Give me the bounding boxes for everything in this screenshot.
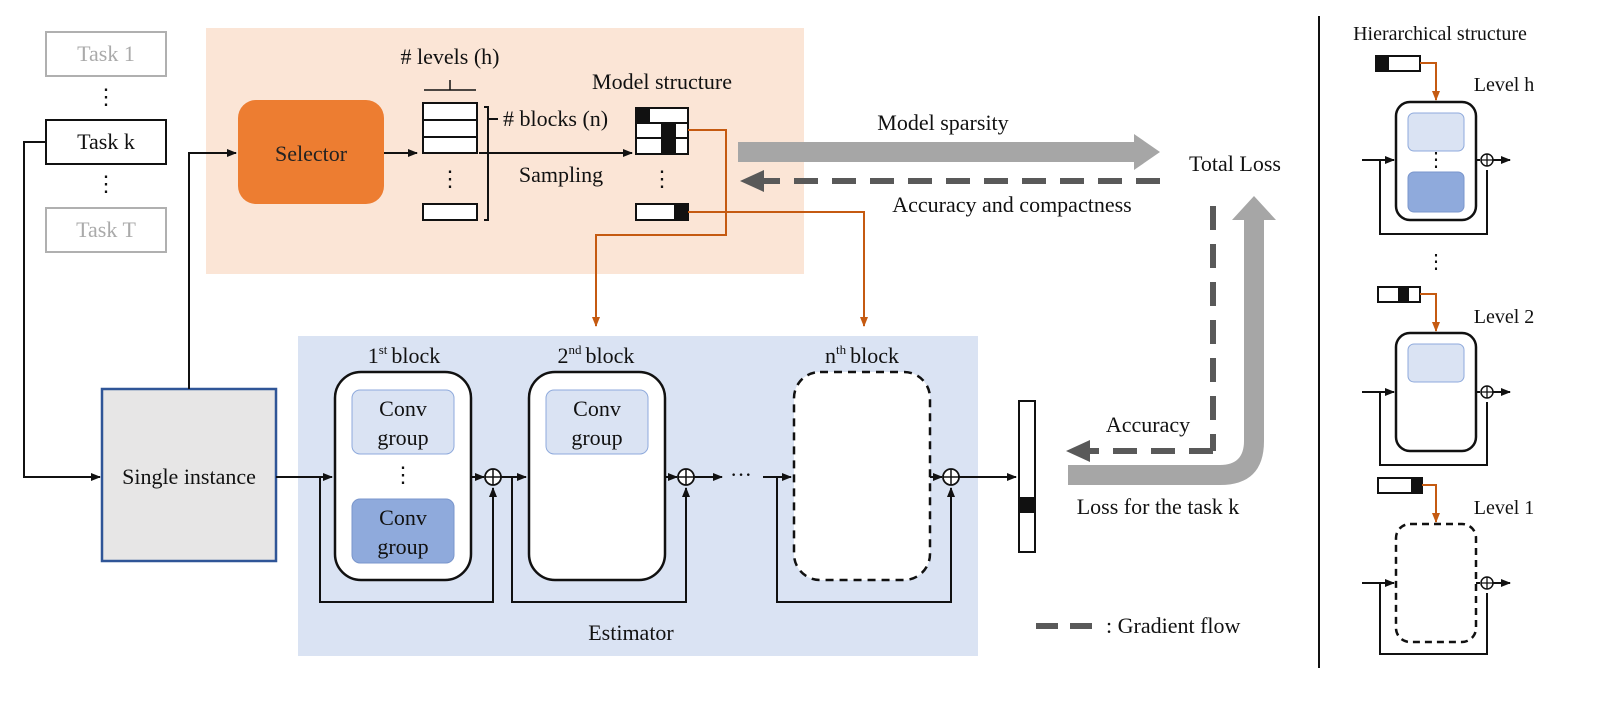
total-loss-label: Total Loss — [1189, 151, 1281, 176]
level-1-sum-plus — [1481, 577, 1493, 589]
levels-ellipsis: ⋮ — [439, 166, 461, 191]
task-1-box — [45, 31, 167, 77]
level-2-code-filled — [1398, 287, 1409, 302]
structure-to-block1-connector — [592, 129, 727, 327]
accuracy-label: Accuracy — [1106, 412, 1190, 437]
model-structure-label: Model structure — [592, 69, 732, 94]
blockn-sum-plus — [943, 469, 959, 485]
task-k-label: Task k — [77, 129, 135, 154]
task-to-input-arrow — [23, 141, 101, 481]
input-to-selector-arrow — [188, 149, 237, 389]
task-ellipsis-bottom: ⋮ — [95, 171, 117, 196]
selector-label: Selector — [275, 141, 348, 166]
gradient-flow-legend-label: : Gradient flow — [1106, 613, 1241, 638]
levels-last-row — [422, 203, 478, 221]
block2-conv-line2: group — [571, 425, 622, 450]
block2-conv-group-light — [545, 389, 649, 455]
level-1-connector — [1422, 484, 1440, 523]
level-h-outer-loop — [1379, 160, 1488, 235]
last-row-filled-cell — [674, 204, 688, 220]
output-vector — [1018, 400, 1036, 553]
block1-sum-plus — [485, 469, 501, 485]
blocks-label: # blocks (n) — [503, 106, 608, 131]
sampling-label: Sampling — [519, 162, 603, 187]
model-structure-ellipsis: ⋮ — [651, 166, 673, 191]
model-sparsity-label: Model sparsity — [877, 110, 1008, 135]
levels-bracket — [424, 80, 476, 91]
level-2-connector — [1420, 293, 1440, 332]
block1-vdots: ⋮ — [392, 462, 414, 487]
blocks-bracket — [484, 106, 489, 221]
grid-cell-filled-1 — [636, 108, 650, 123]
accuracy-compactness-label: Accuracy and compactness — [892, 192, 1131, 217]
selector-box — [238, 100, 384, 204]
levels-table — [422, 102, 478, 154]
level-h-sum-plus — [1481, 154, 1493, 166]
task-ellipsis-top: ⋮ — [95, 84, 117, 109]
level-h-conv-light — [1407, 112, 1465, 152]
hierarchy-title: Hierarchical structure — [1353, 23, 1527, 45]
task-T-box — [45, 207, 167, 253]
level-2-sum-plus — [1481, 386, 1493, 398]
levels-vdots: ⋮ — [1426, 251, 1446, 273]
level-1-block — [1394, 522, 1478, 644]
block1-skip-connection — [319, 477, 497, 603]
block1-conv-light-line2: group — [377, 425, 428, 450]
grid-cell-filled-2 — [662, 123, 675, 154]
output-vector-filled — [1019, 497, 1035, 513]
structure-to-blockn-connector — [688, 211, 868, 327]
loss-to-total-arrow — [1068, 196, 1276, 485]
loss-task-label: Loss for the task k — [1077, 494, 1240, 519]
level-h-conv-dark — [1407, 171, 1465, 213]
block1-conv-group-dark — [351, 498, 455, 564]
blockn-skip-connection — [776, 477, 955, 603]
block1-conv-light-line1: Conv — [379, 396, 427, 421]
estimator-label: Estimator — [588, 620, 674, 645]
level-2-label: Level 2 — [1474, 306, 1535, 328]
model-sparsity-arrow — [738, 134, 1160, 170]
levels-label: # levels (h) — [401, 44, 500, 69]
level-h-connector — [1420, 62, 1440, 101]
level-2-outer-loop — [1379, 392, 1488, 466]
level-h-label: Level h — [1474, 74, 1535, 96]
accuracy-gradient-arrowhead — [1066, 440, 1090, 462]
single-instance-label: Single instance — [122, 464, 256, 489]
block1-conv-dark-line1: Conv — [379, 505, 427, 530]
block2-skip-connection — [511, 477, 690, 603]
blockn-box — [792, 370, 932, 582]
level-1-code-filled — [1411, 478, 1422, 493]
accuracy-compactness-arrowhead — [740, 170, 764, 192]
level-1-label: Level 1 — [1474, 497, 1535, 519]
block2-sum-plus — [678, 469, 694, 485]
block1-conv-dark-line2: group — [377, 534, 428, 559]
level-2-conv-light — [1407, 343, 1465, 383]
block2-conv-line1: Conv — [573, 396, 621, 421]
task-T-label: Task T — [76, 217, 136, 242]
level-h-vdots: ⋮ — [1426, 149, 1446, 171]
task-1-label: Task 1 — [77, 41, 135, 66]
level-h-code-filled — [1376, 56, 1389, 71]
block1-conv-group-light — [351, 389, 455, 455]
level-1-outer-loop — [1379, 583, 1488, 655]
blocks-ellipsis: ··· — [730, 462, 752, 487]
